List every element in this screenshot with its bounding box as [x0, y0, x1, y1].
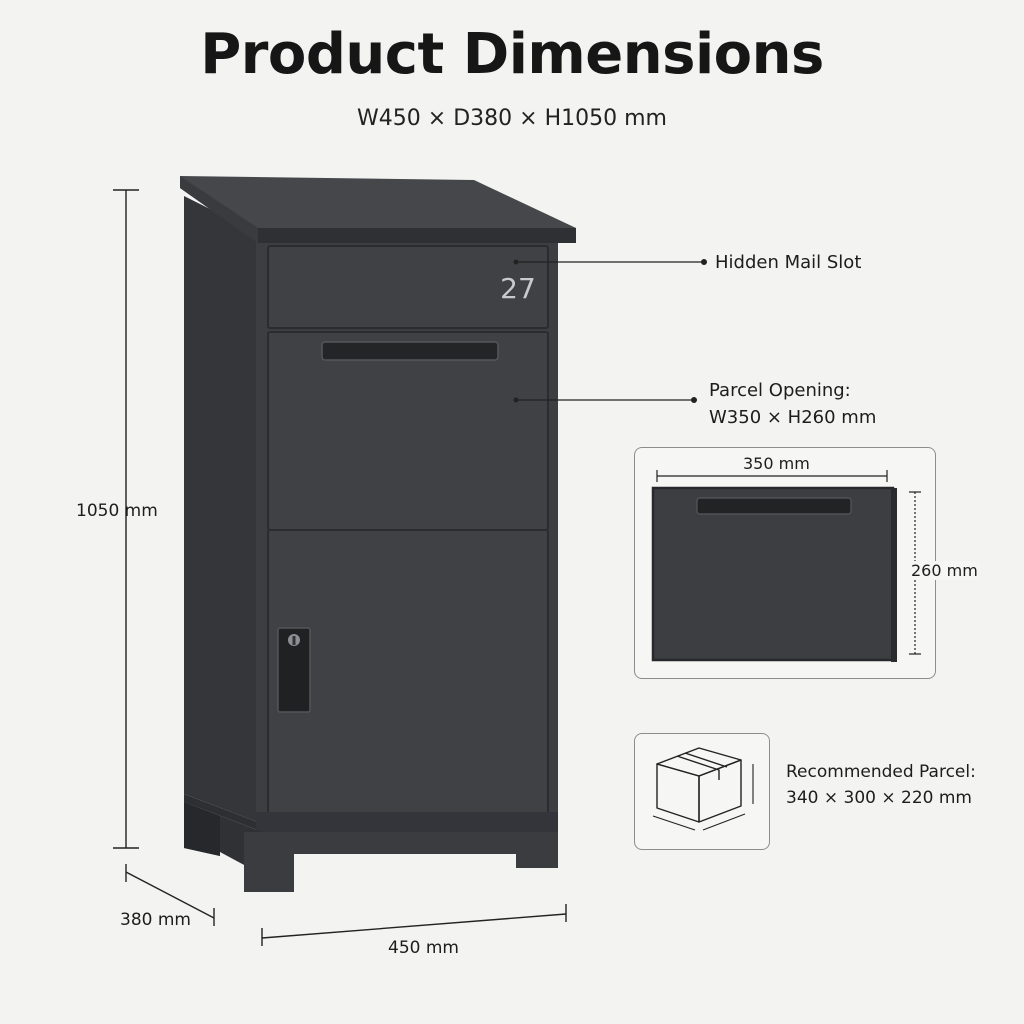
opening-width-dimension [656, 470, 888, 482]
width-label: 450 mm [388, 938, 459, 958]
parcel-opening-title: Parcel Opening: [709, 380, 851, 401]
depth-dimension-line [125, 864, 215, 926]
opening-width-label: 350 mm [743, 454, 810, 473]
height-dimension-line [113, 189, 139, 849]
front-foot-left [244, 832, 294, 892]
front-foot-right [516, 832, 558, 868]
width-dimension-line [261, 904, 567, 946]
page-subtitle: W450 × D380 × H1050 mm [357, 106, 667, 131]
house-number: 27 [500, 272, 536, 305]
recommended-parcel-title: Recommended Parcel: [786, 762, 976, 782]
parcel-opening-detail: 350 mm 260 mm [634, 447, 980, 679]
parcel-box-icon [652, 747, 754, 831]
parcel-flap [267, 331, 549, 531]
parcel-opening-drawing [651, 470, 921, 662]
mail-slot-leader [513, 259, 707, 265]
parcel-opening-size: W350 × H260 mm [709, 407, 877, 428]
opening-height-label: 260 mm [909, 561, 980, 580]
roof-lid [180, 176, 576, 243]
height-label: 1050 mm [76, 501, 158, 521]
keyhole-icon [277, 627, 311, 713]
parcel-slot-handle [321, 341, 499, 361]
mailbox-cabinet: 27 [180, 176, 576, 892]
recommended-parcel-detail [634, 733, 770, 850]
depth-label: 380 mm [120, 910, 191, 930]
recommended-parcel-size: 340 × 300 × 220 mm [786, 788, 972, 808]
mail-slot-callout: Hidden Mail Slot [715, 252, 862, 273]
parcel-opening-leader [513, 397, 697, 403]
page-title: Product Dimensions [200, 22, 824, 87]
mail-slot-door [267, 245, 549, 329]
